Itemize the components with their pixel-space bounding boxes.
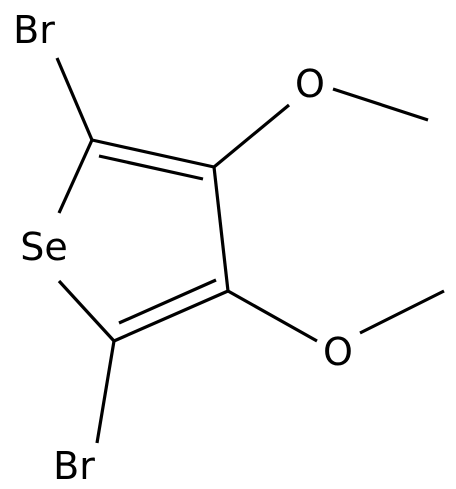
atom-label-br-top: Br <box>13 8 55 52</box>
bond-o-upper-methyl <box>332 87 429 122</box>
bond-c2-br-top <box>55 57 94 141</box>
atom-label-o-upper: O <box>295 62 325 106</box>
bond-c2-c3 <box>91 138 215 169</box>
atom-label-br-bottom: Br <box>53 444 95 488</box>
bond-c4-c5 <box>113 289 229 343</box>
atom-label-se: Se <box>20 225 68 269</box>
bond-c2-c3-inner <box>98 154 204 181</box>
bond-c3-c4 <box>212 166 230 292</box>
bond-c4-c5-inner <box>118 278 217 325</box>
bond-o-lower-methyl <box>359 289 445 335</box>
bond-se-c5 <box>57 279 116 343</box>
bond-c5-br-bottom <box>95 340 116 444</box>
bond-c4-o-lower <box>227 289 318 343</box>
bond-c3-o-upper <box>212 103 291 169</box>
bond-se-c2 <box>57 139 94 214</box>
atom-label-o-lower: O <box>323 330 353 374</box>
